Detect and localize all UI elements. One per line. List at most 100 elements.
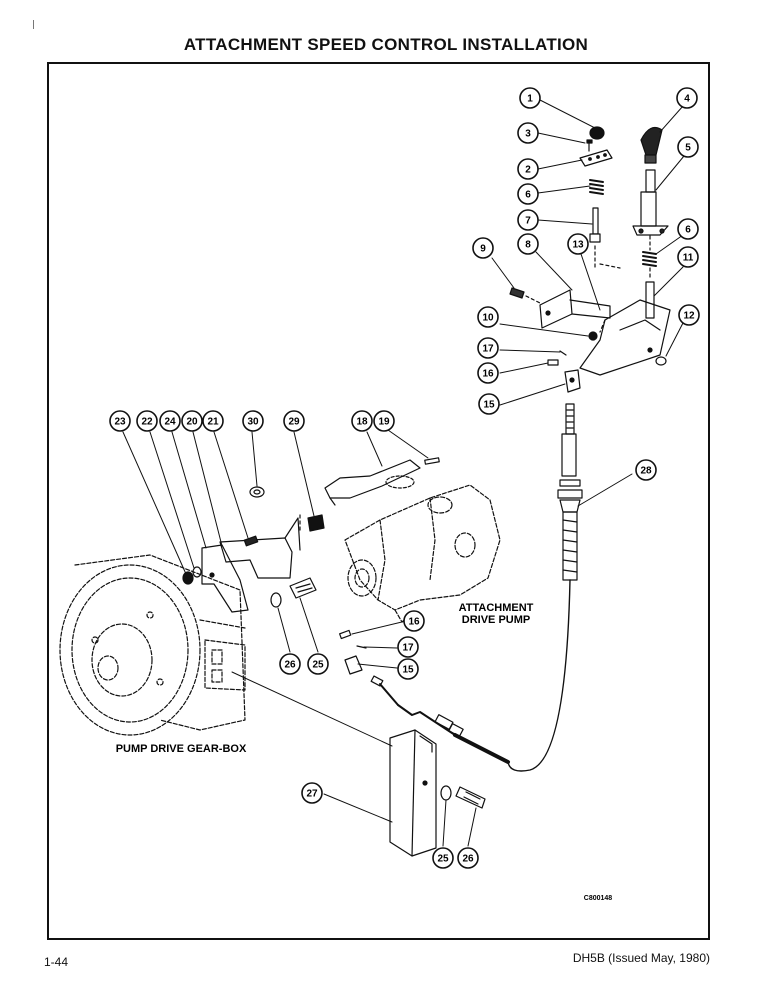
callout-number: 30 [247,417,259,428]
figure-frame [47,62,710,940]
callout-c15a: 15 [478,393,500,415]
callout-circle [478,393,500,415]
callout-circle [283,410,305,432]
callout-c10: 10 [477,306,499,328]
callout-circle [676,87,698,109]
washer-12 [655,356,667,366]
page-number: 1-44 [44,955,69,969]
page-title: ATTACHMENT SPEED CONTROL INSTALLATION [183,35,589,54]
callout-circle [517,233,539,255]
lever-arm [579,299,671,376]
figure-code: C800148 [584,895,613,902]
callout-c2: 2 [517,158,539,180]
callout-c8: 8 [517,233,539,255]
nut-23 [182,571,194,585]
callout-number: 1 [527,94,533,105]
attachment-pump-label-line2: DRIVE PUMP [462,614,530,626]
callout-number: 11 [683,253,694,264]
screw-3 [586,139,593,152]
callout-c6a: 6 [517,183,539,205]
callout-circle [397,636,419,658]
callout-number: 6 [685,225,691,236]
callout-number: 28 [640,466,652,477]
callout-c5: 5 [677,136,699,158]
callout-c24: 24 [159,410,181,432]
callout-circle [517,122,539,144]
callout-c27: 27 [301,782,323,804]
callout-circle [477,362,499,384]
callout-c28: 28 [635,459,657,481]
bolt-29 [307,514,325,532]
callout-c16b: 16 [403,610,425,632]
callout-c13: 13 [567,233,589,255]
callout-circle [457,847,479,869]
callout-circle [159,410,181,432]
callout-number: 16 [482,369,494,380]
callout-c4: 4 [676,87,698,109]
bracket-27 [389,729,437,857]
nut-30 [249,486,265,498]
callout-number: 23 [114,417,126,428]
callout-c26b: 26 [457,847,479,869]
callout-c25a: 25 [307,653,329,675]
callout-circle [351,410,373,432]
callout-c7: 7 [517,209,539,231]
callout-number: 7 [525,216,531,227]
callout-number: 27 [306,789,318,800]
callout-circle [432,847,454,869]
callout-number: 6 [525,190,531,201]
callout-number: 15 [483,400,495,411]
callout-circle [477,306,499,328]
callout-number: 13 [572,240,584,251]
pin-16b [339,629,352,640]
callout-c18: 18 [351,410,373,432]
clevis-15b [344,655,363,675]
callout-c12: 12 [678,304,700,326]
callout-c16a: 16 [477,362,499,384]
callout-circle [635,459,657,481]
callout-circle [301,782,323,804]
callout-circle [242,410,264,432]
callout-number: 22 [141,417,153,428]
callout-c17b: 17 [397,636,419,658]
margin-mark [33,20,34,29]
callout-number: 16 [408,617,420,628]
callout-circle [472,237,494,259]
callout-circle [678,304,700,326]
callout-c26a: 26 [279,653,301,675]
pump-drive-gearbox [59,554,246,736]
callout-number: 8 [525,240,531,251]
callout-circle [279,653,301,675]
callout-number: 15 [402,665,414,676]
callout-circle [403,610,425,632]
callout-circle [519,87,541,109]
callout-c6b: 6 [677,218,699,240]
leader-lines [122,99,685,847]
callout-circle [202,410,224,432]
callout-c23: 23 [109,410,131,432]
clip-17a [559,350,567,356]
callout-number: 26 [462,854,474,865]
callout-number: 18 [356,417,368,428]
callout-c9: 9 [472,237,494,259]
callout-circle [136,410,158,432]
callout-number: 10 [482,313,494,324]
attachment-drive-pump [344,484,501,623]
callout-circle [373,410,395,432]
callout-c1: 1 [519,87,541,109]
pin-7 [589,207,601,243]
bracket-20 [219,514,301,579]
callout-circle [677,136,699,158]
callout-c3: 3 [517,122,539,144]
control-cable [379,403,583,772]
clip-17b [356,645,367,649]
callout-circle [477,337,499,359]
callout-c17a: 17 [477,337,499,359]
callout-number: 12 [683,311,695,322]
screw-21 [243,535,259,547]
spring-6b [642,251,657,267]
callout-c22: 22 [136,410,158,432]
clevis-15a [564,369,581,393]
callout-circle [517,183,539,205]
attachment-pump-label-line1: ATTACHMENT [459,602,534,614]
